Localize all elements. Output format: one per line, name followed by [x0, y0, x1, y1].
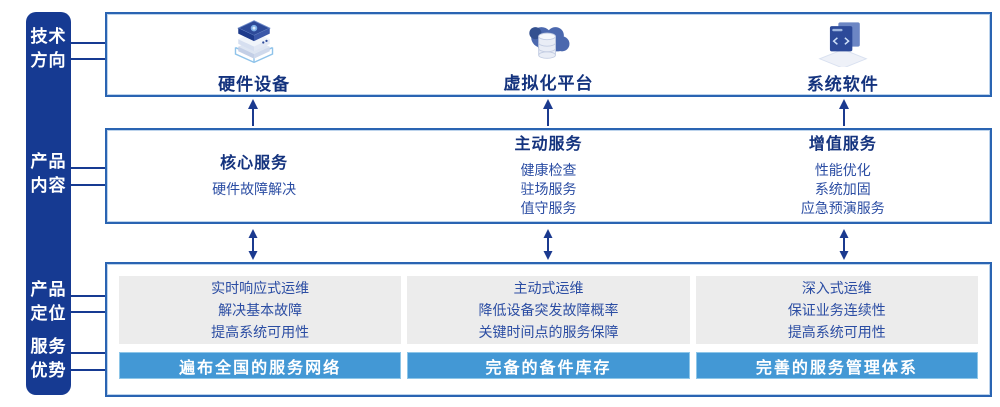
service-items: 健康检查 驻场服务 值守服务 — [520, 161, 577, 216]
connector-line — [71, 58, 105, 60]
up-arrow-icon — [540, 99, 556, 126]
up-arrow-icon — [245, 99, 261, 126]
positioning-panel: 深入式运维 保证业务连续性 提高系统可用性 — [695, 276, 978, 344]
connector-line — [71, 352, 105, 354]
service-col-core: 核心服务 硬件故障解决 — [107, 130, 401, 222]
sidebar-label-tech-direction: 技术 方向 — [30, 27, 67, 70]
service-items: 性能优化 系统加固 应急预演服务 — [800, 161, 885, 216]
positioning-text: 实时响应式运维 解决基本故障 提高系统可用性 — [211, 280, 310, 340]
positioning-col-deep: 深入式运维 保证业务连续性 提高系统可用性 完善的服务管理体系 — [695, 276, 978, 379]
positioning-col-realtime: 实时响应式运维 解决基本故障 提高系统可用性 遍布全国的服务网络 — [119, 276, 402, 379]
tech-label-hardware: 硬件设备 — [218, 74, 291, 94]
double-arrow-icon — [836, 229, 852, 260]
product-content-frame: 核心服务 硬件故障解决 主动服务 健康检查 驻场服务 值守服务 增值服务 性能优… — [105, 128, 992, 224]
tech-col-hardware: 硬件设备 — [107, 14, 401, 95]
tech-col-system-software: 系统软件 — [696, 14, 990, 95]
tech-direction-frame: 硬件设备 虚拟化平台 — [105, 12, 992, 97]
connector-line — [71, 167, 105, 169]
tech-col-virtualization: 虚拟化平台 — [401, 14, 695, 95]
positioning-text: 深入式运维 保证业务连续性 提高系统可用性 — [787, 280, 886, 340]
service-col-value-added: 增值服务 性能优化 系统加固 应急预演服务 — [696, 130, 990, 222]
sidebar-label-service-advantage: 服务 优势 — [30, 337, 67, 380]
double-arrow-icon — [540, 229, 556, 260]
cloud-database-icon — [529, 26, 570, 59]
advantage-banner: 完备的备件库存 — [407, 352, 690, 379]
service-title: 增值服务 — [808, 135, 877, 153]
positioning-text: 主动式运维 降低设备突发故障概率 关键时间点的服务保障 — [478, 280, 619, 340]
server-stack-icon — [234, 19, 274, 63]
positioning-frame: 实时响应式运维 解决基本故障 提高系统可用性 遍布全国的服务网络 主动式运维 降… — [105, 262, 992, 397]
up-arrow-icon — [836, 99, 852, 126]
sidebar-label-product-positioning: 产品 定位 — [30, 280, 67, 323]
tech-label-virtualization: 虚拟化平台 — [503, 73, 594, 93]
connector-line — [71, 295, 105, 297]
connector-line — [71, 42, 105, 44]
service-title: 核心服务 — [220, 154, 289, 172]
service-title: 主动服务 — [514, 135, 583, 153]
connector-line — [71, 311, 105, 313]
positioning-col-proactive: 主动式运维 降低设备突发故障概率 关键时间点的服务保障 完备的备件库存 — [407, 276, 690, 379]
positioning-panel: 主动式运维 降低设备突发故障概率 关键时间点的服务保障 — [407, 276, 690, 344]
advantage-banner: 遍布全国的服务网络 — [119, 352, 402, 379]
connector-line — [71, 184, 105, 186]
service-col-proactive: 主动服务 健康检查 驻场服务 值守服务 — [401, 130, 695, 222]
sidebar-label-product-content: 产品 内容 — [30, 152, 67, 195]
connector-line — [71, 369, 105, 371]
positioning-panel: 实时响应式运维 解决基本故障 提高系统可用性 — [119, 276, 402, 344]
tech-label-system-software: 系统软件 — [806, 74, 879, 94]
double-arrow-icon — [245, 229, 261, 260]
code-window-icon — [818, 21, 868, 67]
advantage-banner: 完善的服务管理体系 — [695, 352, 978, 379]
category-sidebar: 技术 方向 产品 内容 产品 定位 服务 优势 — [26, 12, 71, 395]
service-items: 硬件故障解决 — [212, 180, 297, 197]
